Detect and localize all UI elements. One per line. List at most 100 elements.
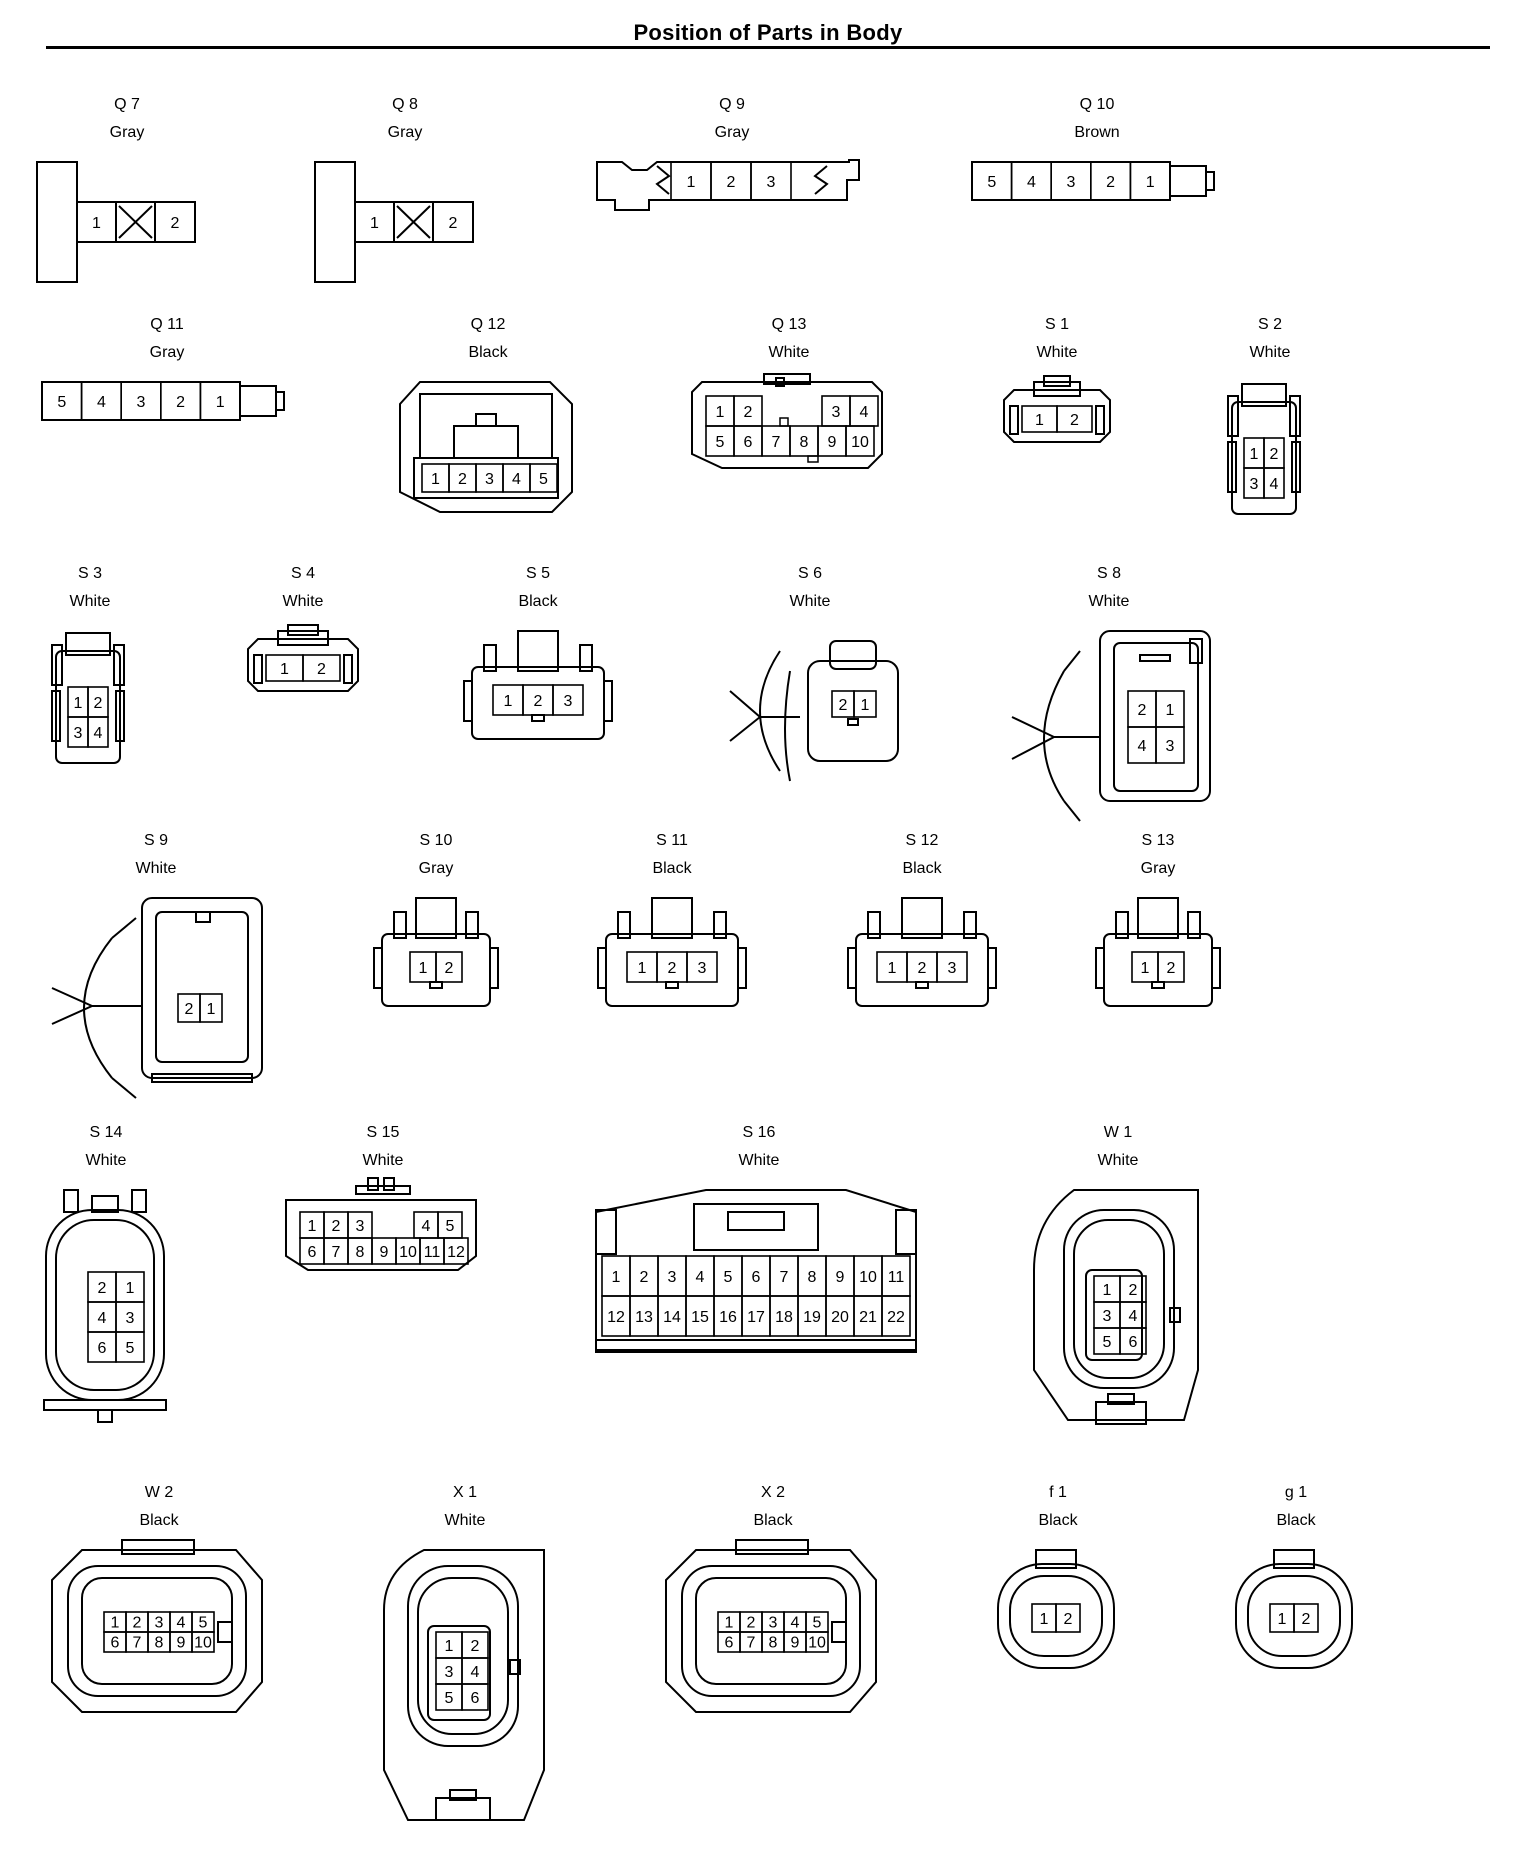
connector-color-label: Black [518, 593, 558, 610]
pin-label: 2 [747, 1614, 756, 1631]
pin-label: 1 [1141, 960, 1150, 977]
pin-label: 3 [832, 404, 841, 421]
connector-id-label: Q 13 [771, 316, 807, 333]
pin-label: 2 [332, 1218, 341, 1235]
pin-label: 2 [317, 661, 326, 678]
pin-label: 1 [1278, 1611, 1287, 1628]
pin-label: 6 [744, 434, 753, 451]
connector-id-label: Q 8 [392, 96, 418, 113]
pin-label: 3 [126, 1310, 135, 1327]
connector-id-label: S 9 [143, 832, 168, 849]
connector-color-label: White [282, 593, 324, 610]
connector-id-label: S 11 [656, 832, 688, 849]
pin-label: 4 [97, 394, 106, 411]
pin-label: 4 [1138, 738, 1147, 755]
pin-label: 1 [716, 404, 725, 421]
connector-id-label: S 8 [1096, 565, 1121, 582]
pin-label: 7 [780, 1269, 789, 1286]
pin-label: 2 [1302, 1611, 1311, 1628]
connector-color-label: Black [468, 344, 508, 361]
pin-label: 3 [668, 1269, 677, 1286]
pin-label: 10 [808, 1634, 826, 1651]
pin-label: 2 [1270, 446, 1279, 463]
pin-label: 1 [1103, 1282, 1112, 1299]
connector-color-label: White [768, 344, 810, 361]
pin-label: 1 [216, 394, 225, 411]
pin-label: 9 [177, 1634, 186, 1651]
pin-label: 1 [612, 1269, 621, 1286]
pin-label: 2 [918, 960, 927, 977]
connector-color-label: Gray [109, 124, 145, 141]
connector-id-label: S 13 [1141, 832, 1175, 849]
pin-label: 3 [1103, 1308, 1112, 1325]
connector-id-label: S 10 [419, 832, 453, 849]
connector-color-label: Brown [1074, 124, 1120, 141]
pin-label: 6 [471, 1690, 480, 1707]
connector-id-label: Q 10 [1079, 96, 1115, 113]
connector-color-label: White [1088, 593, 1130, 610]
pin-label: 3 [485, 471, 494, 488]
pin-label: 5 [987, 174, 996, 191]
pin-label: 2 [449, 215, 458, 232]
pin-label: 1 [92, 215, 101, 232]
connector-id-label: W 1 [1103, 1124, 1133, 1141]
connector-color-label: Gray [1140, 860, 1176, 877]
connector-color-label: Gray [418, 860, 454, 877]
pin-label: 2 [94, 695, 103, 712]
pin-label: 3 [564, 693, 573, 710]
connector-id-label: S 15 [366, 1124, 400, 1141]
pin-label: 1 [687, 174, 696, 191]
pin-label: 3 [445, 1664, 454, 1681]
connector-color-label: Gray [387, 124, 423, 141]
pin-label: 10 [859, 1269, 877, 1286]
pin-label: 2 [445, 960, 454, 977]
pin-label: 8 [800, 434, 809, 451]
pin-label: 12 [607, 1309, 625, 1326]
pin-label: 5 [446, 1218, 455, 1235]
pin-label: 4 [94, 725, 103, 742]
pin-label: 4 [1129, 1308, 1138, 1325]
pin-label: 21 [859, 1309, 877, 1326]
connector-color-label: Black [753, 1512, 793, 1529]
pin-label: 1 [431, 471, 440, 488]
pin-label: 1 [725, 1614, 734, 1631]
pin-label: 16 [719, 1309, 737, 1326]
pin-label: 4 [471, 1664, 480, 1681]
pin-label: 4 [177, 1614, 186, 1631]
